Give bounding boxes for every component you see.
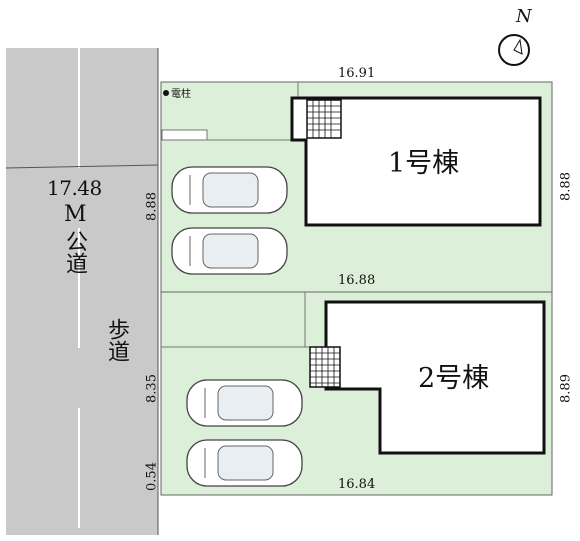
car-icon	[186, 379, 303, 427]
dim-lot2-left: 8.35	[144, 374, 160, 403]
road-width-unit: M	[64, 202, 87, 227]
building-2-porch	[309, 346, 341, 388]
car-icon	[171, 227, 288, 275]
dim-bottom: 16.84	[338, 477, 376, 492]
building-2-outline	[324, 300, 546, 455]
sidewalk-label: 歩道	[104, 318, 129, 362]
utility-pole-label: 電柱	[163, 90, 191, 100]
dim-lot1-right: 8.88	[558, 172, 574, 201]
building-1-label: 1号棟	[388, 148, 460, 179]
utility-pole-box	[161, 129, 208, 141]
car-icon	[186, 439, 303, 487]
building-2-label: 2号棟	[418, 363, 490, 394]
road-width-value: 17.48	[47, 176, 102, 200]
compass-icon	[498, 34, 530, 66]
north-label: N	[516, 6, 532, 27]
dim-lot1-left: 8.88	[144, 192, 160, 221]
public-road	[6, 48, 158, 535]
road-width-line	[5, 164, 159, 169]
road-name: 公道	[62, 230, 87, 274]
utility-pole-text: 電柱	[171, 89, 191, 100]
dim-middle: 16.88	[338, 273, 376, 288]
dim-top: 16.91	[338, 66, 376, 81]
dim-lot2-bottom-left: 0.54	[144, 462, 160, 491]
dim-lot2-right: 8.89	[558, 374, 574, 403]
utility-pole-icon	[163, 90, 169, 96]
building-1-outline	[290, 96, 542, 227]
car-icon	[171, 166, 288, 214]
